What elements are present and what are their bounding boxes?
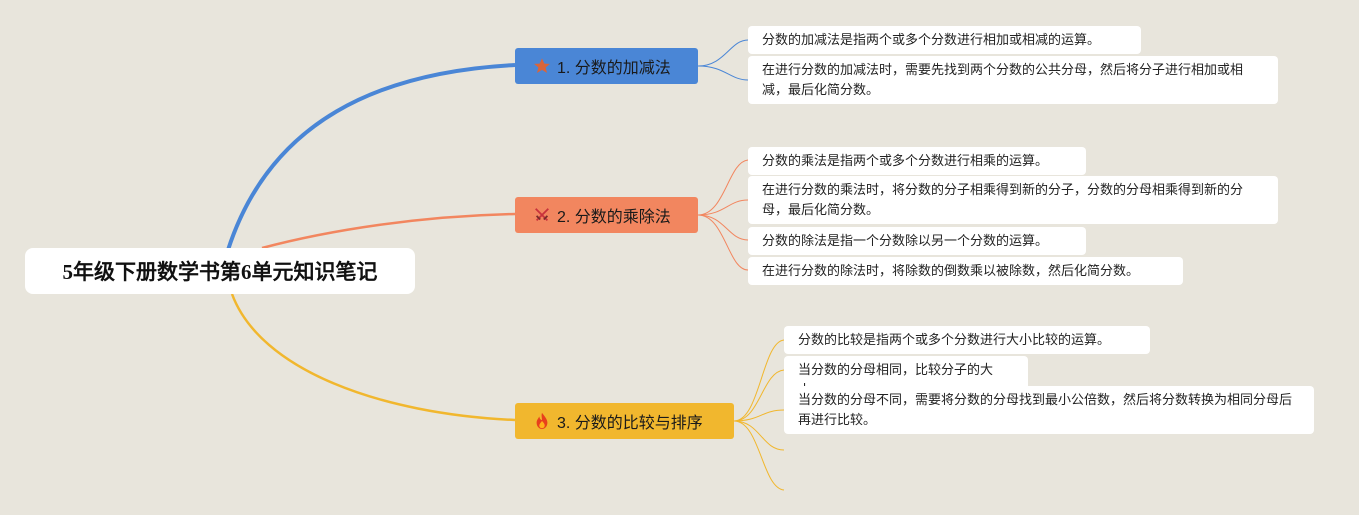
connector-root-branch-3 [230,293,516,422]
leaf-topic-2-1[interactable]: 分数的乘法是指两个或多个分数进行相乘的运算。 [748,147,1086,175]
crossed-swords-icon [535,208,549,222]
connector-b3-leaf-1 [733,339,785,422]
leaf-text: 在进行分数的加减法时，需要先找到两个分数的公共分母，然后将分子进行相加或相减，最… [762,62,1244,97]
leaf-topic-3-1[interactable]: 分数的比较是指两个或多个分数进行大小比较的运算。 [784,326,1150,354]
branch-topic-1-label: 1. 分数的加减法 [557,60,671,77]
leaf-text: 分数的乘法是指两个或多个分数进行相乘的运算。 [762,153,1049,168]
leaf-text: 分数的比较是指两个或多个分数进行大小比较的运算。 [798,332,1111,347]
root-topic[interactable]: 5年级下册数学书第6单元知识笔记 [25,248,415,294]
leaf-text: 当分数的分母不同，需要将分数的分母找到最小公倍数，然后将分数转换为相同分母后再进… [798,392,1293,427]
connector-b2-leaf-4 [697,214,749,271]
connector-b3-extra-2 [733,420,785,491]
connector-root-branch-2 [261,212,516,250]
branch-topic-2-label: 2. 分数的乘除法 [557,209,671,226]
leaf-topic-1-1[interactable]: 分数的加减法是指两个或多个分数进行相加或相减的运算。 [748,26,1141,54]
leaf-topic-2-2[interactable]: 在进行分数的乘法时，将分数的分子相乘得到新的分子，分数的分母相乘得到新的分母，最… [748,176,1278,224]
leaf-topic-1-2[interactable]: 在进行分数的加减法时，需要先找到两个分数的公共分母，然后将分子进行相加或相减，最… [748,56,1278,104]
leaf-text: 分数的除法是指一个分数除以另一个分数的运算。 [762,233,1049,248]
branch-topic-3[interactable]: 3. 分数的比较与排序 [515,403,734,439]
branch-topic-2[interactable]: 2. 分数的乘除法 [515,197,698,233]
leaf-text: 分数的加减法是指两个或多个分数进行相加或相减的运算。 [762,32,1101,47]
fire-icon [536,412,548,430]
star-icon [534,58,550,74]
connector-b1-leaf-1 [697,39,749,67]
leaf-text: 在进行分数的乘法时，将分数的分子相乘得到新的分子，分数的分母相乘得到新的分母，最… [762,182,1244,217]
connector-b2-leaf-1 [697,159,749,216]
leaf-topic-3-3[interactable]: 当分数的分母不同，需要将分数的分母找到最小公倍数，然后将分数转换为相同分母后再进… [784,386,1314,434]
connector-b1-leaf-2 [697,65,749,81]
connector-root-branch-1 [226,63,516,251]
branch-topic-3-label: 3. 分数的比较与排序 [557,415,703,432]
connector-b2-leaf-3 [697,214,749,241]
leaf-text: 在进行分数的除法时，将除数的倒数乘以被除数，然后化简分数。 [762,263,1140,278]
connector-b2-leaf-2 [697,199,749,216]
root-topic-label: 5年级下册数学书第6单元知识笔记 [62,260,378,284]
connector-b3-extra-1 [733,420,785,451]
connector-b3-leaf-3 [733,409,785,422]
leaf-topic-2-4[interactable]: 在进行分数的除法时，将除数的倒数乘以被除数，然后化简分数。 [748,257,1183,285]
branch-topic-1[interactable]: 1. 分数的加减法 [515,48,698,84]
connector-b3-leaf-2 [733,369,785,422]
leaf-topic-2-3[interactable]: 分数的除法是指一个分数除以另一个分数的运算。 [748,227,1086,255]
